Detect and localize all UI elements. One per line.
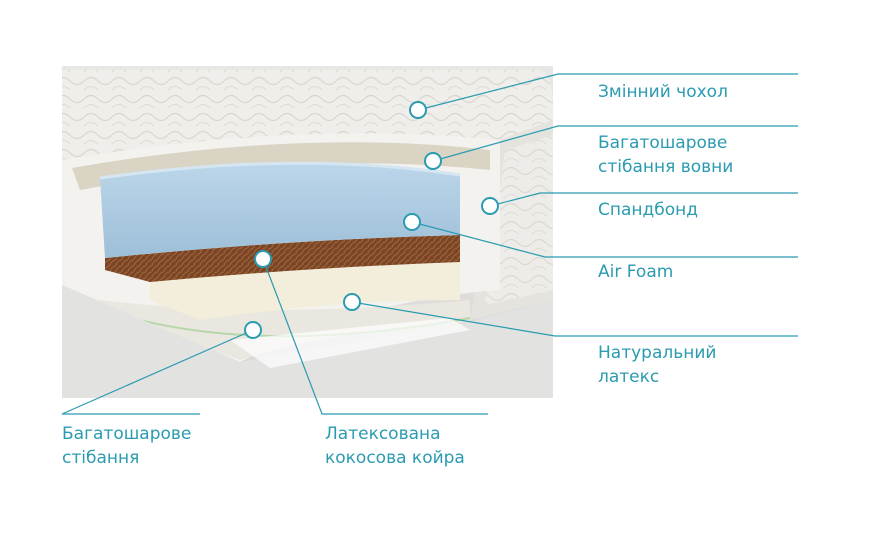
marker-quilting xyxy=(244,321,262,339)
marker-latex xyxy=(343,293,361,311)
coconut-layer xyxy=(105,235,460,282)
label-wool-quilting: Багатошарове стібання вовни xyxy=(598,133,734,177)
label-spunbond: Спандбонд xyxy=(598,200,699,220)
marker-wool xyxy=(424,152,442,170)
label-coconut: Латексована кокосова койра xyxy=(325,424,465,468)
label-airfoam: Air Foam xyxy=(598,262,674,282)
label-quilting: Багатошарове стібання xyxy=(62,424,192,468)
label-cover: Змінний чохол xyxy=(598,82,728,102)
marker-coconut xyxy=(254,250,272,268)
label-latex: Натуральний латекс xyxy=(598,343,717,387)
airfoam-layer xyxy=(100,163,460,258)
marker-cover xyxy=(409,101,427,119)
marker-airfoam xyxy=(403,213,421,231)
leader-lines xyxy=(61,73,798,415)
wool-layer xyxy=(72,142,490,190)
marker-spunbond xyxy=(481,197,499,215)
